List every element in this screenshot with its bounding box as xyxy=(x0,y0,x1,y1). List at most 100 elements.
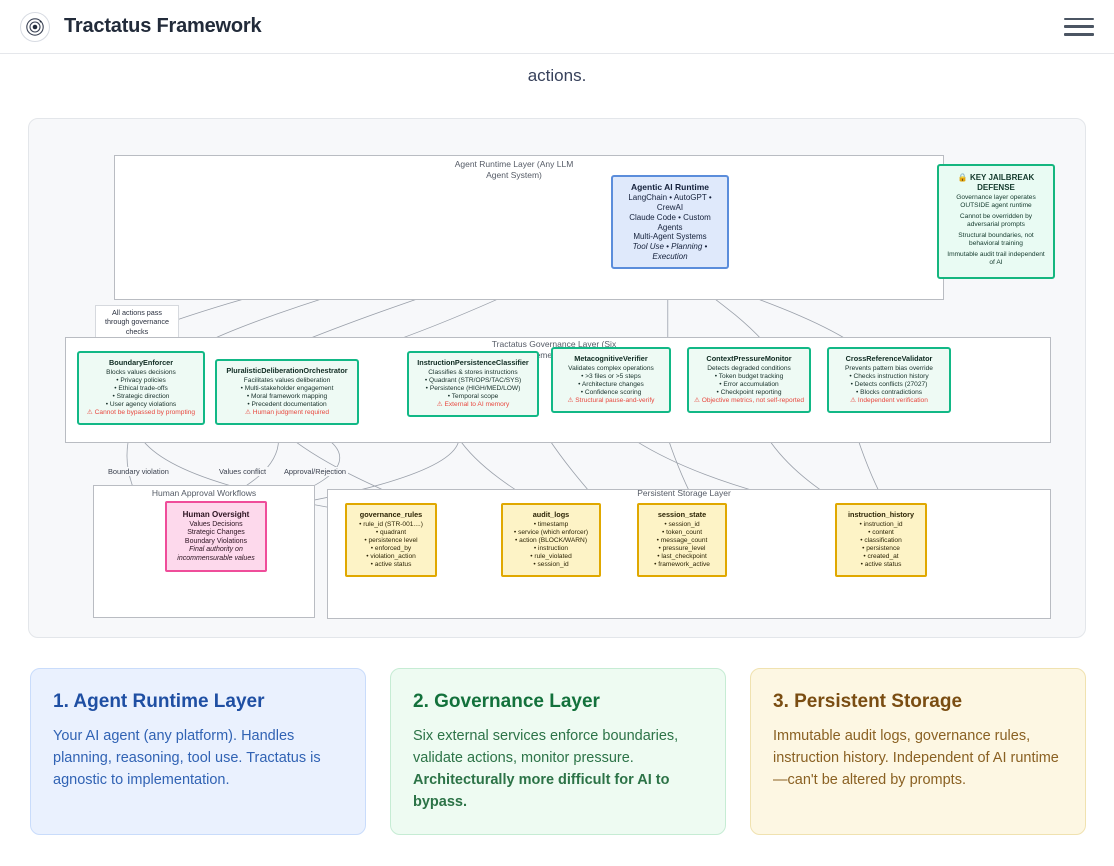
node-title: InstructionPersistenceClassifier xyxy=(417,358,529,367)
node-title: Human Oversight xyxy=(182,510,250,519)
node-bullet: Token budget tracking xyxy=(694,373,804,381)
card-body-text: Immutable audit logs, governance rules, … xyxy=(773,728,1059,789)
card-title: 2. Governance Layer xyxy=(413,691,600,712)
node-field: action (BLOCK/WARN) xyxy=(508,537,594,545)
node-bullet: Checks instruction history xyxy=(834,373,944,381)
node-field: rule_id (STR-001....) xyxy=(352,521,430,529)
node-bullet: Multi-stakeholder engagement xyxy=(222,385,352,393)
card-body-text: Six external services enforce boundaries… xyxy=(413,728,679,767)
node-bullet: Confidence scoring xyxy=(558,389,664,397)
node-title: instruction_history xyxy=(847,510,915,519)
node-subtitle: Validates complex operations xyxy=(568,364,654,372)
card-title: 3. Persistent Storage xyxy=(773,691,963,712)
node-field: active status xyxy=(842,561,920,569)
node-title: CrossReferenceValidator xyxy=(845,354,933,363)
node-title: audit_logs xyxy=(532,510,570,519)
node-field: pressure_level xyxy=(644,545,720,553)
node-subtitle: Prevents pattern bias override xyxy=(845,364,933,372)
node-field: timestamp xyxy=(508,521,594,529)
node-field: persistence xyxy=(842,545,920,553)
node-field: violation_action xyxy=(352,553,430,561)
node-field: message_count xyxy=(644,537,720,545)
node-subtitle: Detects degraded conditions xyxy=(707,364,791,372)
node-line: Governance layer operates OUTSIDE agent … xyxy=(956,193,1036,209)
node-title: 🔒 KEY JAILBREAK DEFENSE xyxy=(957,173,1035,192)
node-store-governance-rules[interactable]: governance_rules rule_id (STR-001....) q… xyxy=(345,503,437,578)
node-store-session-state[interactable]: session_state session_id token_count mes… xyxy=(637,503,727,578)
node-field: active status xyxy=(352,561,430,569)
node-field: persistence level xyxy=(352,537,430,545)
node-agentic-ai-runtime[interactable]: Agentic AI Runtime LangChain • AutoGPT •… xyxy=(611,175,729,269)
node-service-contextpressuremonitor[interactable]: ContextPressureMonitor Detects degraded … xyxy=(687,347,811,414)
human-approval-workflows-label: Human Approval Workflows xyxy=(151,488,257,498)
node-subtitle: Blocks values decisions xyxy=(106,368,176,376)
node-warning: Objective metrics, not self-reported xyxy=(694,397,804,405)
node-field: enforced_by xyxy=(352,545,430,553)
node-line: Structural boundaries, not behavioral tr… xyxy=(958,231,1034,247)
node-warning: External to AI memory xyxy=(414,401,532,409)
node-line-italic: Tool Use • Planning • Execution xyxy=(632,242,708,261)
card-governance-layer: 2. Governance Layer Six external service… xyxy=(390,668,726,835)
intro-paragraph-tail: actions. xyxy=(527,66,587,85)
node-human-oversight[interactable]: Human Oversight Values Decisions Strateg… xyxy=(165,501,267,573)
agent-runtime-layer-group xyxy=(114,155,944,300)
node-service-instructionpersistenceclassifier[interactable]: InstructionPersistenceClassifier Classif… xyxy=(407,351,539,418)
node-title: session_state xyxy=(657,510,707,519)
node-line: Values Decisions xyxy=(189,520,243,528)
node-field: rule_violated xyxy=(508,553,594,561)
card-body-text: Your AI agent (any platform). Handles pl… xyxy=(53,728,321,789)
node-field: instruction_id xyxy=(842,521,920,529)
node-line: Immutable audit trail independent of AI xyxy=(947,250,1045,266)
node-line: Cannot be overridden by adversarial prom… xyxy=(959,212,1033,228)
node-line: LangChain • AutoGPT • CrewAI xyxy=(628,193,712,213)
node-bullet: Detects conflicts (27027) xyxy=(834,381,944,389)
node-bullet: Quadrant (STR/OPS/TAC/SYS) xyxy=(414,377,532,385)
node-line: Strategic Changes xyxy=(187,529,245,537)
hamburger-menu-icon[interactable] xyxy=(1064,16,1094,38)
node-service-metacognitiveverifier[interactable]: MetacognitiveVerifier Validates complex … xyxy=(551,347,671,414)
node-title: governance_rules xyxy=(359,510,423,519)
card-body: Immutable audit logs, governance rules, … xyxy=(773,725,1063,791)
persistent-storage-layer-label: Persistent Storage Layer xyxy=(637,488,731,498)
node-bullet: Persistence (HIGH/MED/LOW) xyxy=(414,385,532,393)
node-title: Agentic AI Runtime xyxy=(630,182,710,192)
node-title: MetacognitiveVerifier xyxy=(574,354,648,363)
node-field: classification xyxy=(842,537,920,545)
card-persistent-storage: 3. Persistent Storage Immutable audit lo… xyxy=(750,668,1086,835)
app-header: Tractatus Framework xyxy=(0,0,1114,54)
lock-icon: 🔒 xyxy=(957,173,968,182)
node-field: session_id xyxy=(644,521,720,529)
node-title: PluralisticDeliberationOrchestrator xyxy=(226,366,348,375)
note-all-actions-pass-through: All actions pass through governance chec… xyxy=(95,305,179,340)
node-warning: Structural pause-and-verify xyxy=(558,397,664,405)
node-service-boundaryenforcer[interactable]: BoundaryEnforcer Blocks values decisions… xyxy=(77,351,205,426)
node-bullet: Error accumulation xyxy=(694,381,804,389)
card-body: Six external services enforce boundaries… xyxy=(413,725,703,813)
node-bullet: Blocks contradictions xyxy=(834,389,944,397)
card-body-emphasis: Architecturally more difficult for AI to… xyxy=(413,772,670,811)
node-service-crossreferencevalidator[interactable]: CrossReferenceValidator Prevents pattern… xyxy=(827,347,951,414)
node-bullet: >3 files or >5 steps xyxy=(558,373,664,381)
node-key-jailbreak-defense: 🔒 KEY JAILBREAK DEFENSE Governance layer… xyxy=(937,164,1055,279)
node-bullet: Privacy policies xyxy=(84,377,198,385)
node-line-italic: Final authority on xyxy=(189,546,243,554)
card-title: 1. Agent Runtime Layer xyxy=(53,691,265,712)
node-store-audit-logs[interactable]: audit_logs timestamp service (which enfo… xyxy=(501,503,601,578)
agent-runtime-layer-label: Agent Runtime Layer (Any LLM Agent Syste… xyxy=(454,159,574,180)
node-field: session_id xyxy=(508,561,594,569)
node-store-instruction-history[interactable]: instruction_history instruction_id conte… xyxy=(835,503,927,578)
node-field: last_checkpoint xyxy=(644,553,720,561)
node-field: token_count xyxy=(644,529,720,537)
node-subtitle: Facilitates values deliberation xyxy=(243,376,331,384)
architecture-diagram: Agent Runtime Layer (Any LLM Agent Syste… xyxy=(28,118,1086,638)
node-subtitle: Classifies & stores instructions xyxy=(428,368,518,376)
node-bullet: Ethical trade-offs xyxy=(84,385,198,393)
layer-summary-cards: 1. Agent Runtime Layer Your AI agent (an… xyxy=(30,668,1086,835)
node-field: content xyxy=(842,529,920,537)
node-service-pluralisticdeliberationorchestrator[interactable]: PluralisticDeliberationOrchestrator Faci… xyxy=(215,359,359,426)
node-line: Claude Code • Custom Agents xyxy=(629,212,711,232)
edge-label-approval-rejection: Approval/Rejection xyxy=(282,467,349,476)
node-field: instruction xyxy=(508,545,594,553)
node-bullet: Architecture changes xyxy=(558,381,664,389)
node-bullet: Moral framework mapping xyxy=(222,393,352,401)
